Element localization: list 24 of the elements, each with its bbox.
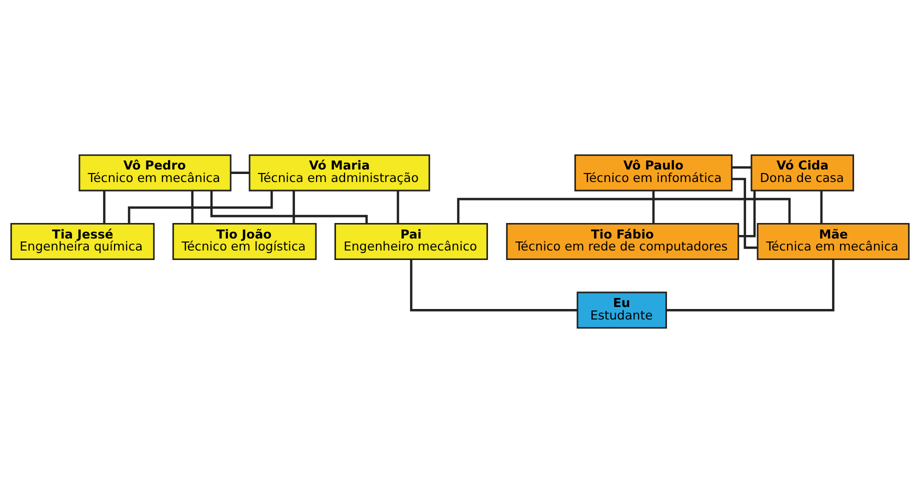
node-box: Eu Estudante (576, 292, 667, 329)
connector (210, 190, 368, 224)
connector (652, 190, 655, 224)
node-box: Vô Paulo Técnico em infomática (574, 154, 733, 192)
node-box: Tio Fábio Técnico em rede de computadores (506, 222, 740, 260)
node-box: Vô Pedro Técnico em mecânica (78, 154, 232, 192)
connector (732, 166, 752, 169)
connector (457, 198, 791, 224)
node-box: Mãe Técnica em mecânica (756, 222, 910, 260)
connector (230, 172, 250, 174)
node-box: Tia Jessé Engenheira química (10, 222, 155, 260)
connector (738, 190, 756, 238)
connector (396, 190, 400, 224)
connector (732, 178, 758, 249)
connector (410, 260, 578, 312)
connector (292, 190, 295, 224)
connector (666, 260, 834, 312)
node-box: Vó Cida Dona de casa (750, 154, 854, 192)
node-box: Vó Maria Técnica em administração (248, 154, 430, 192)
connector (191, 190, 194, 224)
node-box: Pai Engenheiro mecânico (334, 222, 488, 260)
connector (820, 190, 823, 224)
node-box: Tio João Técnico em logística (172, 222, 317, 260)
connector (103, 190, 106, 224)
